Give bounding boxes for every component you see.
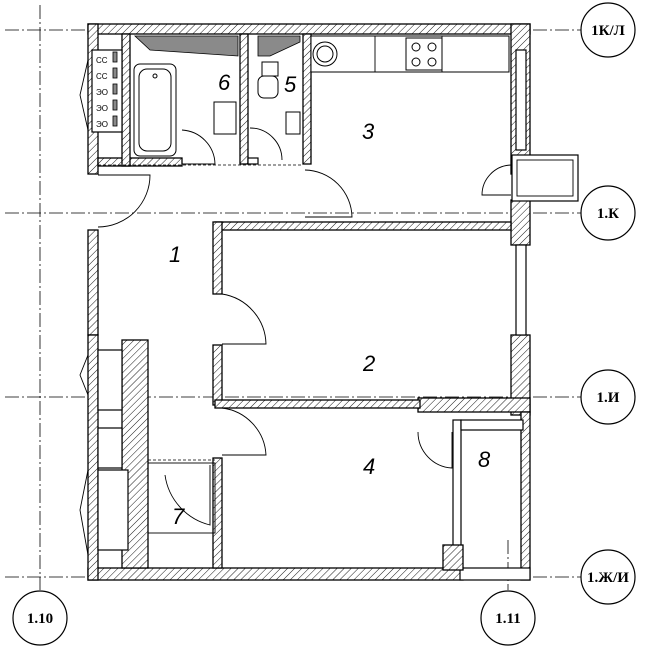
vent-shape-1 (133, 35, 239, 57)
partitions (97, 33, 512, 569)
axis-marker-1-i (580, 369, 636, 425)
axis-marker-1-k (580, 185, 636, 241)
room-number-3: 3 (362, 119, 375, 144)
riser-label-3: ЭО (96, 88, 108, 97)
axis-label-1-11: 1.11 (495, 611, 520, 627)
door-wc (249, 127, 283, 161)
axis-label-1-k: 1.К (597, 206, 619, 222)
wall-top (87, 23, 531, 35)
burner-3 (411, 57, 421, 67)
toilet-tank (261, 61, 279, 77)
shaft-inner-2 (97, 427, 123, 469)
riser-boxes: СС СС ЭО ЭО ЭО (79, 35, 301, 556)
bath-wall-bottom (97, 157, 183, 167)
sink-5 (285, 111, 301, 135)
bath-wall-left (121, 33, 131, 167)
room-number-7: 7 (172, 504, 185, 529)
axis-label-1-zh: 1.Ж/И (587, 570, 629, 586)
wall-balcony-top (417, 397, 531, 413)
fixtures (133, 35, 510, 157)
room-labels: 1 2 3 4 5 6 7 8 (169, 70, 491, 529)
door-bathroom (181, 129, 216, 165)
door-balcony (417, 431, 453, 469)
axis-label-1-10: 1.10 (27, 611, 53, 627)
kitchen-balcony-inner (516, 159, 574, 197)
riser-label-1: СС (96, 56, 108, 65)
shaft-inner-1 (97, 349, 123, 411)
left-ext-bracket-1 (79, 59, 89, 131)
balcony-pillar (442, 544, 464, 571)
kitchen-balcony-slab (511, 154, 579, 202)
room-number-6: 6 (218, 70, 231, 95)
kitchen-sink-inner (316, 45, 334, 63)
partition-corridor-lower (212, 457, 223, 569)
riser-label-4: ЭО (96, 104, 108, 113)
axis-label-1-i: 1.И (597, 390, 620, 406)
toilet-bowl (257, 75, 279, 99)
balcony-floor (459, 567, 531, 581)
window-right-0 (515, 49, 527, 151)
axis-marker-1-zh (580, 549, 636, 605)
partition-3-2 (214, 221, 512, 231)
door-kitchen-balcony (481, 164, 512, 196)
balcony-window (460, 419, 524, 431)
door-room-4 (221, 407, 267, 456)
riser-pipe-2 (112, 67, 118, 79)
wall-right-mid (510, 199, 531, 246)
wall-left-mid (87, 229, 99, 336)
vent-shape-2 (257, 35, 301, 57)
left-ext-bracket-3 (79, 469, 89, 556)
left-ext-bracket-2 (79, 354, 89, 396)
axis-label-top-right: 1К/Л (591, 23, 625, 39)
door-kitchen (304, 169, 353, 218)
bath-wall-mid (239, 33, 249, 165)
wall-bottom (87, 567, 464, 581)
riser-pipe-3 (112, 83, 118, 95)
axis-marker-top-right (580, 2, 636, 58)
partition-corridor-mid (212, 344, 223, 406)
burner-4 (427, 57, 437, 67)
axis-marker-1-10 (12, 590, 68, 646)
burner-2 (427, 42, 437, 52)
washbasin-6 (213, 101, 237, 135)
room-number-5: 5 (284, 72, 297, 97)
door-entrance (97, 174, 151, 228)
shaft-inner-3 (97, 469, 129, 551)
window-right-1 (515, 244, 527, 336)
riser-label-2: СС (96, 72, 108, 81)
room-number-8: 8 (478, 447, 491, 472)
room-number-2: 2 (362, 351, 375, 376)
partition-2-4 (214, 399, 421, 409)
door-room-2 (221, 293, 267, 345)
doors (97, 127, 579, 526)
wall-left-lower (87, 334, 99, 581)
stove (405, 37, 443, 71)
axis-markers: 1К/Л 1.К 1.И 1.Ж/И 1.10 1.11 (12, 2, 636, 646)
door-closet-7 (164, 465, 211, 526)
axis-marker-1-11 (480, 590, 536, 646)
room-number-4: 4 (363, 454, 375, 479)
riser-pipe-1 (112, 51, 118, 63)
riser-pipe-5 (112, 115, 118, 127)
bathtub-inner (138, 68, 172, 152)
wc-wall-bottom (247, 157, 259, 165)
wall-balcony-right (520, 411, 531, 581)
riser-pipe-4 (112, 99, 118, 111)
room-number-1: 1 (169, 242, 181, 267)
wc-wall-right (302, 33, 312, 165)
burner-1 (411, 42, 421, 52)
bathtub-drain (152, 73, 158, 79)
partition-corridor-upper (212, 221, 223, 295)
riser-label-5: ЭО (96, 120, 108, 129)
